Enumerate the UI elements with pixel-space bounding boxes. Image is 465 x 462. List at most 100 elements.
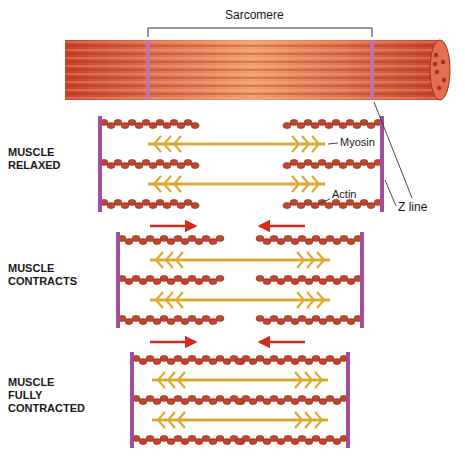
- sarcomere-panel: [118, 232, 362, 328]
- actin-bead: [174, 275, 182, 281]
- actin-bead: [290, 119, 298, 125]
- actin-bead: [353, 163, 361, 169]
- actin-bead: [326, 235, 334, 241]
- actin-bead: [277, 439, 285, 445]
- actin-bead: [153, 239, 161, 245]
- actin-bead: [146, 235, 154, 241]
- sarcomere-panel: [132, 352, 348, 448]
- actin-bead: [121, 203, 129, 209]
- actin-bead: [202, 275, 210, 281]
- actin-bead: [146, 395, 154, 401]
- actin-bead: [277, 359, 285, 365]
- fiber-stripe: [65, 61, 440, 62]
- z-line: [360, 232, 364, 328]
- actin-bead: [156, 119, 164, 125]
- actin-bead: [174, 235, 182, 241]
- actin-bead: [367, 203, 375, 209]
- actin-bead: [202, 235, 210, 241]
- actin-bead: [360, 199, 368, 205]
- actin-bead: [142, 119, 150, 125]
- fiber-body: [65, 40, 440, 100]
- actin-bead: [312, 395, 320, 401]
- actin-bead: [263, 279, 271, 285]
- myosin-head: [164, 176, 171, 192]
- leader-line: [318, 199, 330, 204]
- state-label: MUSCLE FULLY CONTRACTED: [8, 376, 90, 416]
- actin-bead: [298, 355, 306, 361]
- z-line: [116, 232, 120, 328]
- actin-bead: [249, 359, 257, 365]
- actin-bead: [283, 163, 291, 169]
- actin-bead: [114, 159, 122, 165]
- leader-line: [385, 180, 396, 206]
- actin-bead: [326, 355, 334, 361]
- actin-bead: [284, 315, 292, 321]
- myosin-filament: [148, 176, 325, 192]
- actin-bead: [163, 123, 171, 129]
- actin-bead: [319, 239, 327, 245]
- myosin-head: [168, 412, 175, 428]
- actin-bead: [156, 199, 164, 205]
- actin-bead: [347, 239, 355, 245]
- actin-filament: [235, 435, 348, 444]
- actin-bead: [160, 315, 168, 321]
- actin-bead: [195, 279, 203, 285]
- actin-bead: [242, 355, 250, 361]
- myosin-head: [166, 292, 173, 308]
- actin-bead: [297, 163, 305, 169]
- actin-bead: [298, 235, 306, 241]
- actin-bead: [125, 279, 133, 285]
- state-label: MUSCLE CONTRACTS: [8, 262, 88, 288]
- actin-bead: [270, 435, 278, 441]
- actin-bead: [202, 435, 210, 441]
- actin-bead: [188, 315, 196, 321]
- myosin-head: [176, 252, 183, 268]
- actin-bead: [188, 435, 196, 441]
- actin-bead: [181, 439, 189, 445]
- actin-bead: [177, 163, 185, 169]
- myosin-head: [305, 372, 312, 388]
- actin-bead: [184, 119, 192, 125]
- actin-bead: [191, 203, 199, 209]
- myofibril-dot: [433, 62, 437, 66]
- actin-bead: [184, 159, 192, 165]
- actin-bead: [121, 123, 129, 129]
- myosin-head: [302, 136, 309, 152]
- actin-bead: [326, 435, 334, 441]
- actin-filament: [283, 119, 382, 128]
- fiber-stripe: [65, 77, 440, 78]
- actin-filament: [100, 119, 199, 128]
- actin-bead: [277, 399, 285, 405]
- actin-bead: [153, 359, 161, 365]
- actin-bead: [326, 315, 334, 321]
- actin-bead: [195, 239, 203, 245]
- actin-bead: [339, 203, 347, 209]
- actin-bead: [170, 199, 178, 205]
- actin-bead: [304, 119, 312, 125]
- actin-bead: [146, 435, 154, 441]
- actin-bead: [305, 399, 313, 405]
- actin-bead: [312, 355, 320, 361]
- actin-bead: [125, 239, 133, 245]
- actin-bead: [263, 439, 271, 445]
- actin-bead: [263, 359, 271, 365]
- actin-bead: [195, 359, 203, 365]
- fiber-stripe: [65, 45, 440, 46]
- actin-bead: [121, 163, 129, 169]
- actin-bead: [174, 435, 182, 441]
- z-band: [146, 40, 150, 100]
- actin-bead: [270, 355, 278, 361]
- myosin-head: [158, 372, 165, 388]
- actin-bead: [290, 199, 298, 205]
- actin-bead: [149, 163, 157, 169]
- actin-bead: [163, 203, 171, 209]
- actin-bead: [270, 395, 278, 401]
- actin-filament: [100, 159, 199, 168]
- actin-bead: [114, 119, 122, 125]
- actin-bead: [298, 275, 306, 281]
- actin-bead: [249, 439, 257, 445]
- actin-bead: [149, 203, 157, 209]
- actin-bead: [263, 399, 271, 405]
- actin-bead: [291, 439, 299, 445]
- myosin-head: [174, 176, 181, 192]
